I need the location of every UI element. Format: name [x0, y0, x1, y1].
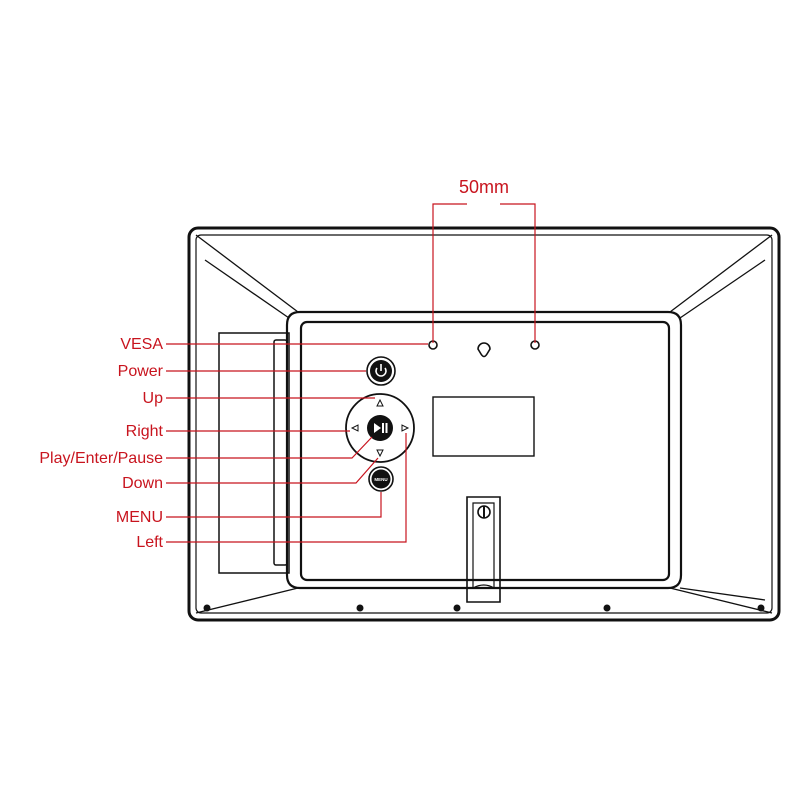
callout-label-menu: MENU — [116, 509, 163, 526]
power-icon — [375, 367, 387, 377]
leader-down — [166, 457, 379, 484]
up-arrow-icon — [376, 398, 384, 407]
device-rear-panel — [187, 226, 781, 622]
down-arrow-icon — [376, 449, 384, 458]
dimension-line-left — [432, 203, 467, 343]
label-recess — [432, 396, 535, 457]
play-enter-pause-button[interactable] — [367, 415, 393, 441]
rear-housing-inner — [299, 320, 671, 582]
callout-label-down: Down — [122, 475, 163, 492]
bevel-line-bottom-right-inner — [679, 587, 766, 601]
screw-icon — [453, 604, 461, 612]
side-bracket — [218, 332, 290, 574]
bevel-line-bottom-right — [669, 587, 773, 614]
keyhole-hanger — [477, 342, 491, 358]
callout-label-left: Left — [136, 534, 163, 551]
callout-label-up: Up — [143, 390, 164, 407]
bevel-line-top-right — [669, 234, 773, 313]
bevel-line-bottom-left — [195, 587, 299, 614]
callout-label-right: Right — [126, 423, 164, 440]
dpad-ring — [345, 393, 415, 463]
right-button[interactable] — [401, 424, 410, 432]
left-arrow-icon — [350, 424, 359, 432]
play-pause-icon — [374, 423, 381, 433]
bevel-line-top-left — [195, 234, 299, 313]
callout-label-power: Power — [118, 363, 164, 380]
screw-icon — [603, 604, 611, 612]
menu-button-text: MENU — [374, 477, 387, 482]
side-slot — [273, 339, 288, 566]
callout-leaders — [166, 343, 428, 543]
up-button[interactable] — [376, 398, 384, 407]
screw-icon — [356, 604, 364, 612]
bevel-line-top-left-inner — [204, 259, 290, 319]
leader-menu — [166, 492, 382, 518]
screw-icon — [203, 604, 211, 612]
left-button[interactable] — [350, 424, 359, 432]
dimension-label: 50mm — [459, 177, 509, 197]
power-button[interactable] — [366, 356, 396, 386]
callout-label-vesa: VESA — [120, 336, 163, 353]
bottom-screws — [203, 604, 765, 612]
stand-leg — [466, 496, 501, 603]
leader-play — [166, 436, 373, 459]
callout-labels: VESA Power Up Right Play/Enter/Pause Dow… — [39, 336, 163, 551]
right-arrow-icon — [401, 424, 410, 432]
screw-icon — [757, 604, 765, 612]
down-button[interactable] — [376, 449, 384, 458]
leader-left — [166, 433, 407, 543]
stand-leg-inner — [472, 502, 495, 590]
bevel-line-top-right-inner — [679, 259, 766, 319]
callout-label-play: Play/Enter/Pause — [39, 450, 163, 467]
dimension-line-right — [500, 203, 536, 343]
outer-frame — [187, 226, 781, 622]
vesa-dimension: 50mm — [432, 177, 536, 343]
rear-housing — [285, 310, 683, 590]
menu-button[interactable]: MENU — [368, 466, 394, 492]
inner-frame-edge — [195, 234, 773, 614]
control-panel: MENU — [345, 356, 415, 492]
